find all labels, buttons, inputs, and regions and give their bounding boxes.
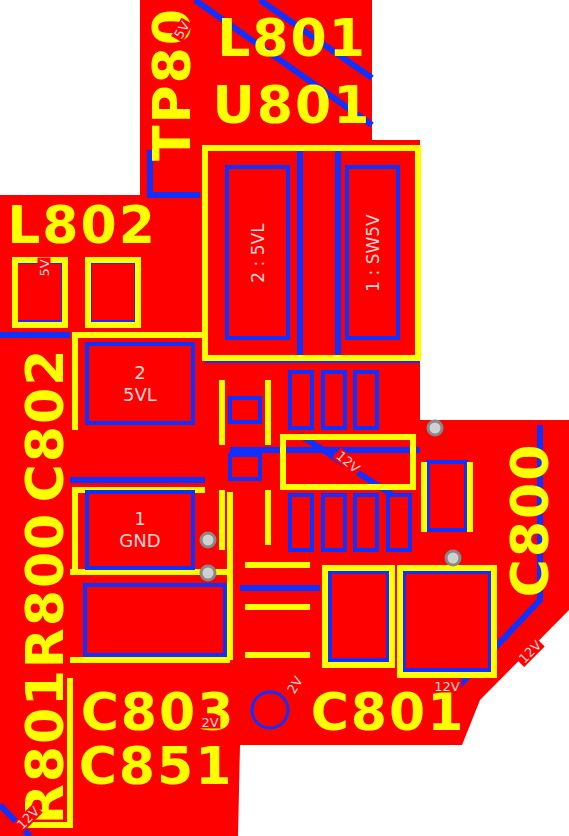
reference-designator: C851 <box>79 740 234 792</box>
trace <box>297 150 303 360</box>
pad-label: GND <box>119 530 160 552</box>
pad-label: 2 <box>134 362 145 384</box>
trace <box>300 435 400 500</box>
capacitor-outline <box>245 565 310 655</box>
trace <box>335 150 341 360</box>
reference-designator: TP80 <box>146 7 198 161</box>
net-name: 5V <box>38 257 51 278</box>
pad-label: 1 : SW5V <box>362 214 382 291</box>
pad: 25VL <box>85 342 195 425</box>
smd-pad <box>323 372 345 428</box>
trace <box>240 585 320 591</box>
smd-pad <box>404 572 490 670</box>
drill-hole <box>446 551 460 565</box>
smd-pad <box>330 572 388 660</box>
smd-pad <box>90 262 136 322</box>
drill-hole <box>201 533 215 547</box>
test-holes <box>201 421 460 580</box>
drill-hole <box>428 421 442 435</box>
pad-label: 2 : 5VL <box>247 223 267 282</box>
smd-pad <box>355 372 377 428</box>
reference-designator: C803 <box>81 686 236 738</box>
smd-pad <box>290 372 312 428</box>
capacitor-outline <box>75 490 205 570</box>
capacitor-outline <box>325 568 392 665</box>
reference-designator: R800 <box>19 512 71 669</box>
capacitor-outline <box>424 462 470 532</box>
reference-designator: U801 <box>213 79 372 131</box>
reference-designator: C801 <box>311 686 466 738</box>
trace <box>70 477 205 483</box>
inductor-outline <box>205 148 418 358</box>
smd-pad <box>355 495 377 550</box>
net-name: 2V <box>199 716 220 729</box>
reference-designator: C800 <box>504 443 556 598</box>
smd-pad <box>388 495 410 550</box>
smd-pad <box>290 495 312 550</box>
reference-designator: L802 <box>7 199 157 251</box>
via <box>252 692 288 728</box>
pad: 1GND <box>85 490 195 570</box>
pad-label: 5VL <box>123 384 157 406</box>
reference-designator: R801 <box>19 668 71 825</box>
drill-hole <box>201 566 215 580</box>
smd-pad <box>428 462 466 530</box>
capacitor-outline <box>75 335 205 430</box>
smd-pad <box>85 585 225 655</box>
net-name: 12V <box>432 680 461 693</box>
reference-designator: C802 <box>19 348 71 503</box>
ic-outline <box>283 437 413 487</box>
reference-designator: L801 <box>217 12 367 64</box>
pad: 1 : SW5V <box>345 165 400 340</box>
smd-pad <box>323 495 345 550</box>
blue-traces <box>0 0 540 836</box>
pad-label: 1 <box>134 508 145 530</box>
capacitor-outline <box>400 568 494 675</box>
trace <box>0 332 70 338</box>
smd-pad <box>230 455 260 479</box>
smd-pad <box>230 398 260 422</box>
capacitor-outline <box>222 380 268 550</box>
pad: 2 : 5VL <box>225 165 290 340</box>
inductor-outline <box>88 260 138 325</box>
